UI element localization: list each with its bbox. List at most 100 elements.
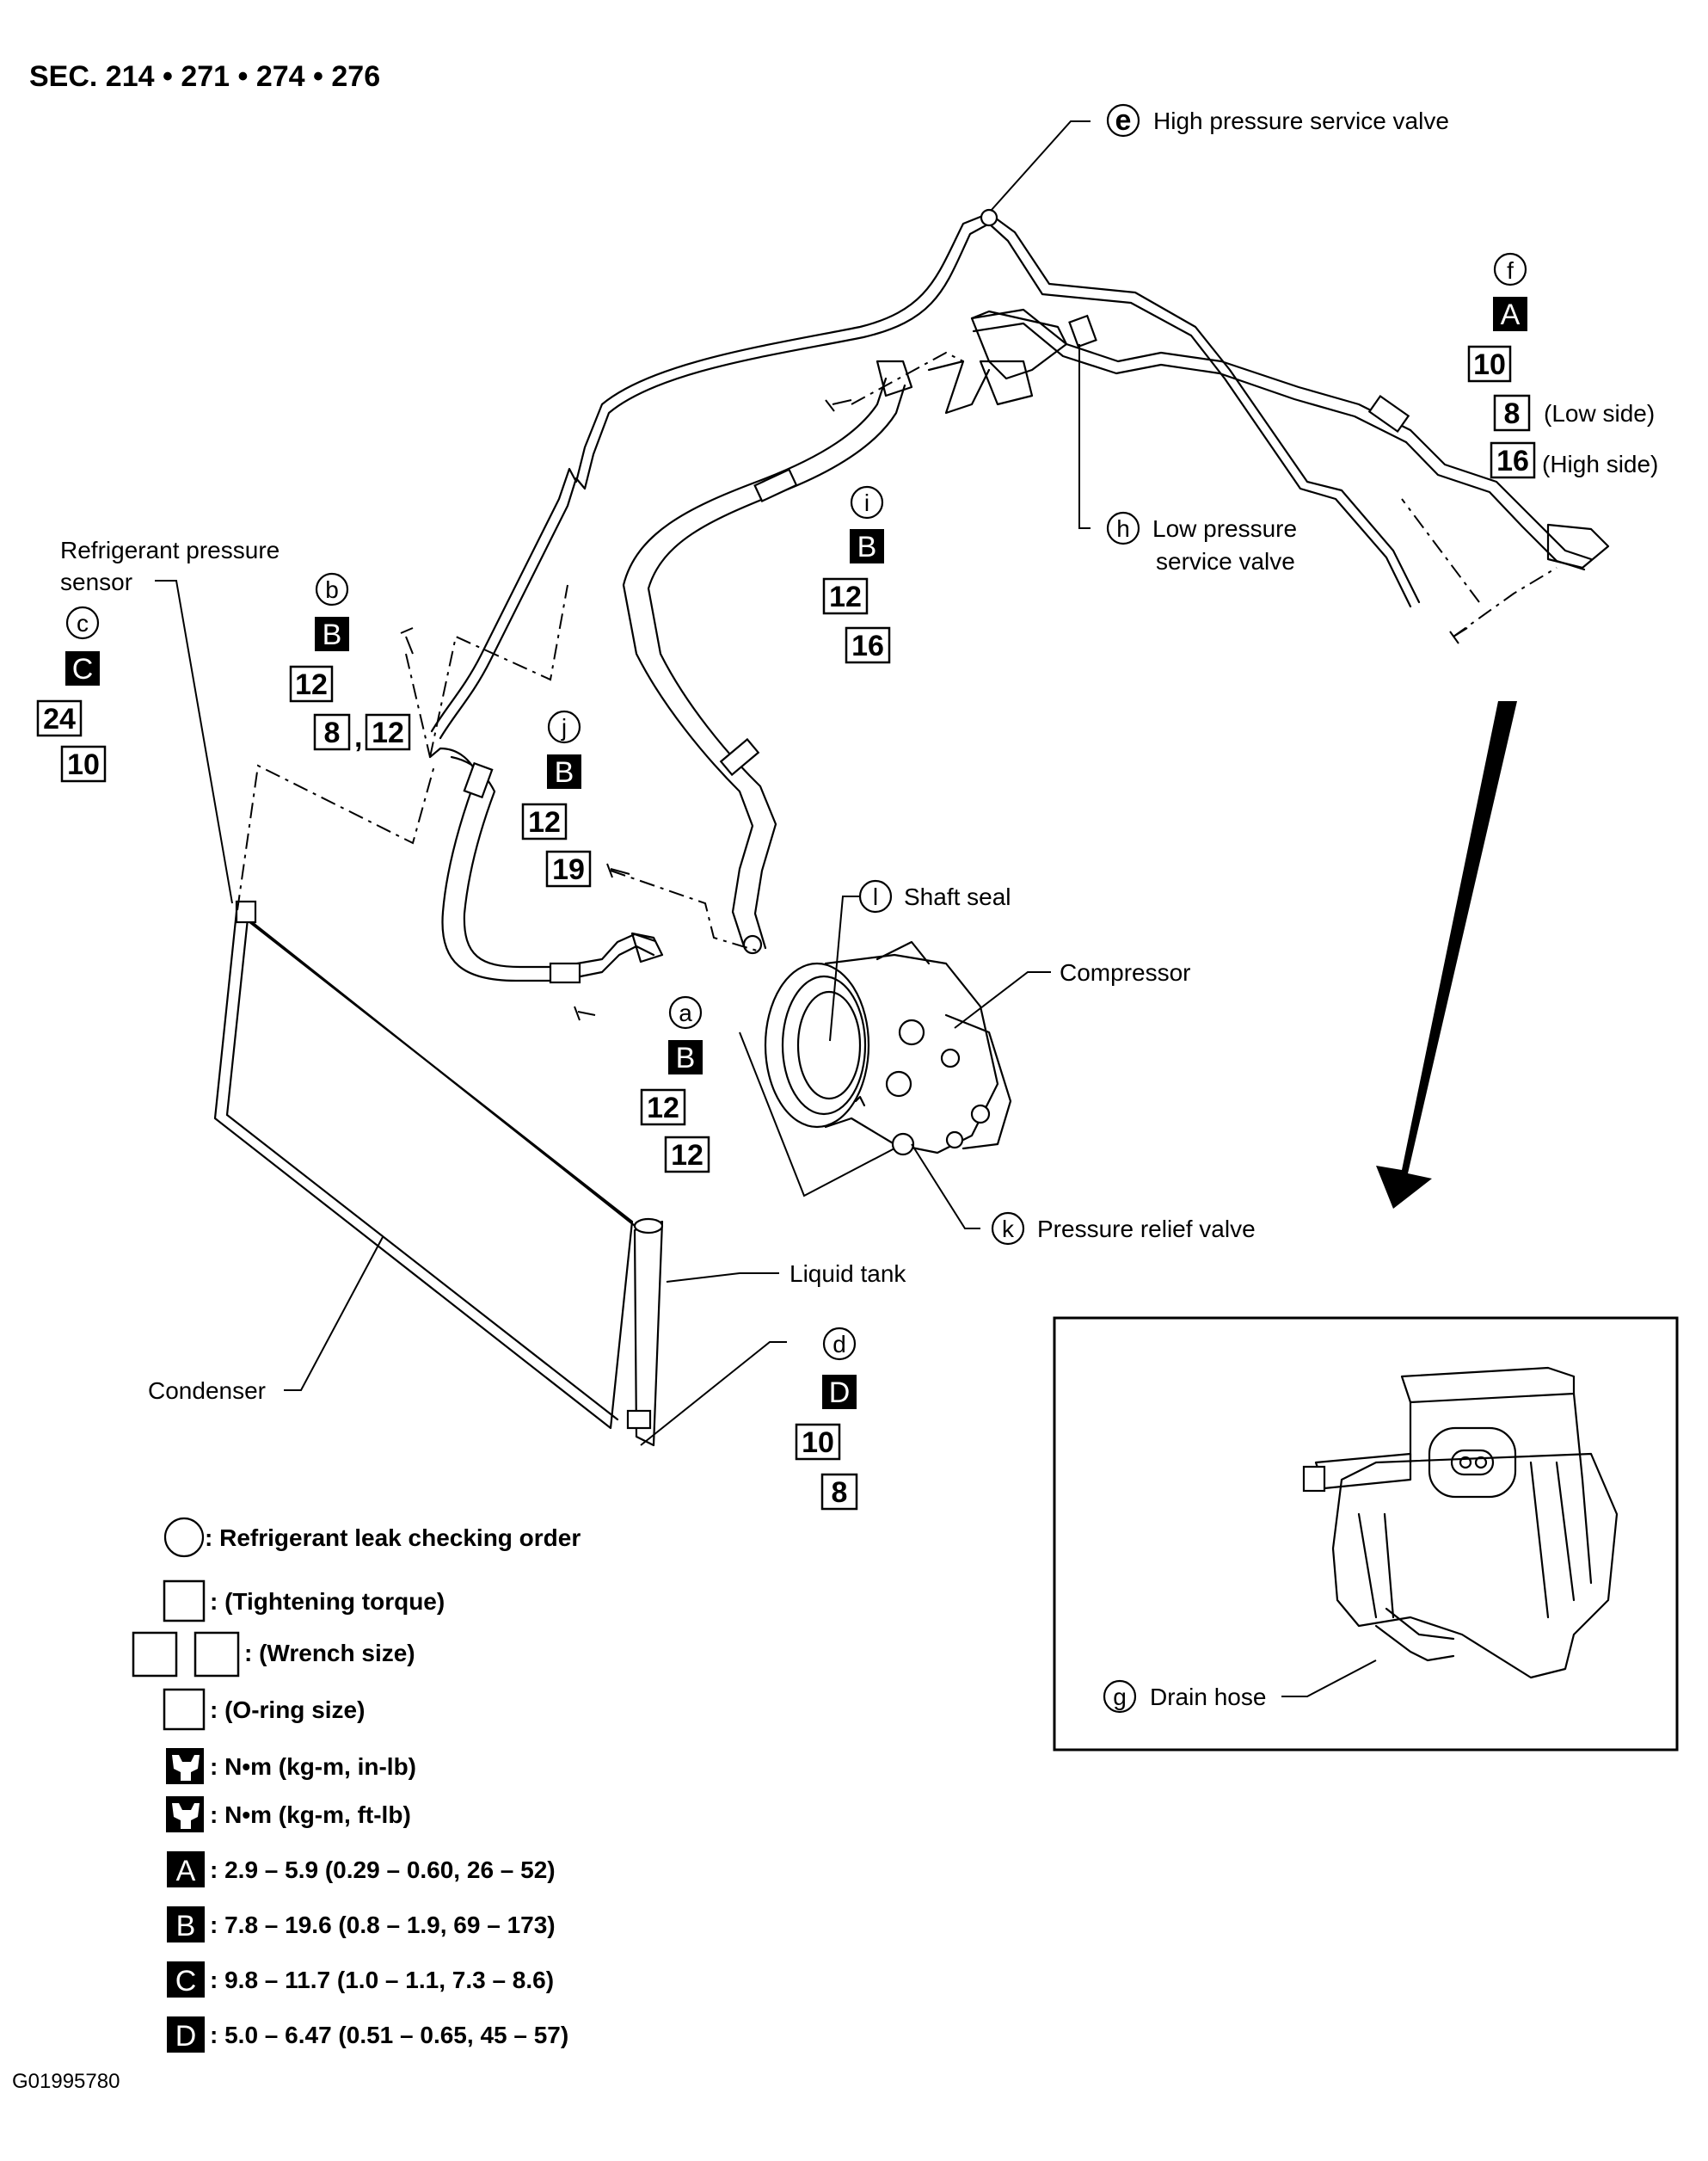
callout-letter: b [325,576,339,603]
torque-value: 12 [295,668,328,701]
legend-key-D [167,2016,205,2053]
callout-b: b B 12 8 , 12 [289,572,411,754]
low-pressure-hose [622,308,1610,950]
high-pressure-service-valve-cap [980,208,998,227]
arrow-to-inset [1376,701,1517,1209]
connector-lines [237,351,1557,951]
high-pressure-pipe [430,208,1421,740]
legend-torque-text: : (Tightening torque) [210,1588,445,1615]
callout-h: h Low pressure service valve [1106,511,1297,575]
label-pressure-relief-valve: Pressure relief valve [1037,1216,1256,1242]
callout-letter: g [1113,1684,1127,1710]
torque-value: 12 [829,581,862,613]
legend-oring-text: : (O-ring size) [210,1696,365,1723]
discharge-hose [428,747,664,984]
compressor [742,934,1012,1156]
callout-letter: f [1507,257,1514,284]
grade-badge: B [323,619,342,651]
svg-text:A: A [176,1855,196,1887]
legend-unit-ftlb: : N•m (kg-m, ft-lb) [210,1801,411,1828]
svg-text:D: D [175,2020,197,2053]
legend-text-B: : 7.8 – 19.6 (0.8 – 1.9, 69 – 173) [210,1912,556,1938]
grade-badge: A [1501,299,1521,331]
callout-letter: e [1115,104,1132,137]
legend-circle-text: : Refrigerant leak checking order [205,1524,581,1551]
legend: : Refrigerant leak checking order : (Tig… [132,1517,581,2053]
label-low-pressure: Low pressure [1152,515,1297,542]
legend-torque-box [163,1579,206,1622]
oring-high: 16 [1496,445,1529,477]
legend-key-C [167,1961,205,1998]
callout-d: d D 10 8 [795,1327,858,1511]
callout-i: i B 12 16 [822,485,891,664]
svg-text:C: C [175,1965,197,1998]
callout-f: f A 10 8 (Low side) 16 (High side) [1467,252,1658,479]
callout-l: l Shaft seal [858,879,1011,914]
legend-wrench-box-1 [132,1631,178,1678]
callout-letter: h [1116,515,1130,542]
legend-text-D: : 5.0 – 6.47 (0.51 – 0.65, 45 – 57) [210,2022,568,2048]
grade-badge: B [857,531,877,563]
wrench-size-1: 8 [324,717,341,749]
oring-value: 10 [67,748,100,781]
callout-letter: l [873,883,878,910]
callout-e: e High pressure service valve [1106,103,1449,138]
legend-wrench-text: : (Wrench size) [244,1640,415,1666]
torque-value: 24 [43,703,76,736]
svg-text:B: B [176,1910,196,1942]
legend-circle-symbol [163,1517,205,1558]
label-high-pressure-service-valve: High pressure service valve [1153,108,1449,134]
callout-letter: k [1002,1216,1015,1242]
legend-text-C: : 9.8 – 11.7 (1.0 – 1.1, 7.3 – 8.6) [210,1967,554,1993]
label-condenser: Condenser [148,1377,266,1404]
legend-wrench-box-2 [194,1631,240,1678]
section-title: SEC. 214 • 271 • 274 • 276 [29,60,380,93]
high-side-note: (High side) [1542,451,1658,477]
callout-a: a B 12 12 [640,995,710,1173]
evaporator-inset: g Drain hose [1053,1316,1679,1752]
callout-k: k Pressure relief valve [991,1211,1256,1246]
torque-wrench-inlb-icon [166,1748,204,1784]
grade-badge: D [829,1376,851,1409]
callout-letter: d [832,1331,846,1358]
label-shaft-seal: Shaft seal [904,883,1011,910]
svg-text:,: , [354,721,362,754]
label-drain-hose: Drain hose [1150,1684,1266,1710]
torque-value: 10 [802,1426,834,1459]
torque-value: 10 [1473,348,1506,381]
callout-letter: i [864,489,869,516]
legend-oring-box [163,1688,206,1731]
legend-text-A: : 2.9 – 5.9 (0.29 – 0.60, 26 – 52) [210,1856,556,1883]
oring-value: 19 [552,853,585,886]
legend-key-B [167,1906,205,1942]
oring-value: 16 [851,630,884,662]
label-compressor: Compressor [1060,959,1190,986]
torque-value: 12 [528,806,561,839]
callout-letter: c [77,610,89,637]
callout-c: c C 24 10 [36,606,107,783]
oring-low: 8 [1504,397,1521,430]
refrigerant-pressure-sensor-label: Refrigerant pressure sensor [60,537,280,595]
grade-badge: C [72,653,94,686]
callout-letter: a [679,1000,692,1026]
oring-value: 8 [832,1476,848,1509]
grade-badge: B [555,756,574,789]
torque-value: 12 [647,1092,679,1124]
oring-value: 12 [671,1139,703,1172]
condenser [213,900,664,1447]
label-refrigerant-pressure: Refrigerant pressure [60,537,280,563]
label-service-valve: service valve [1156,548,1295,575]
legend-key-A [167,1851,205,1887]
leader-lines [155,120,1091,1446]
low-side-note: (Low side) [1544,400,1655,427]
label-liquid-tank: Liquid tank [789,1260,906,1287]
grade-badge: B [676,1042,696,1074]
label-sensor: sensor [60,569,132,595]
wrench-size-2: 12 [372,717,404,749]
legend-unit-inlb: : N•m (kg-m, in-lb) [210,1753,416,1780]
figure-id: G01995780 [12,2070,120,2093]
callout-j: j B 12 19 [521,710,592,888]
torque-wrench-ftlb-icon [166,1796,204,1832]
callout-letter: j [561,714,567,741]
